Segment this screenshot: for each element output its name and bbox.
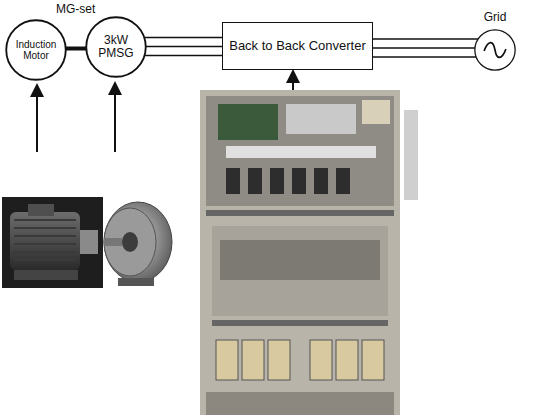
power-line [146, 46, 222, 48]
pmsg-photo [104, 202, 172, 286]
converter-photo [200, 90, 418, 415]
motor-photo [2, 197, 103, 288]
motor-circle: Induction Motor [5, 19, 67, 81]
power-line [373, 56, 476, 58]
power-line [145, 55, 222, 57]
ac-symbol [484, 43, 506, 58]
node-label: Back to Back Converter [229, 39, 366, 53]
node-label: Induction Motor [10, 39, 62, 61]
power-line [373, 38, 478, 40]
generator-circle: 3kW PMSG [85, 16, 147, 78]
pointer-arrow [36, 90, 38, 152]
grid-source: Grid [474, 29, 516, 71]
converter-box: Back to Back Converter [222, 22, 373, 70]
power-line [144, 37, 222, 39]
pointer-arrow [114, 88, 116, 152]
power-line [373, 47, 475, 49]
circle-outline [474, 29, 516, 71]
node-heading: Grid [484, 10, 507, 24]
node-label: 3kW PMSG [90, 34, 142, 60]
shaft-coupling [66, 47, 86, 51]
group-label: MG-set [56, 2, 95, 16]
